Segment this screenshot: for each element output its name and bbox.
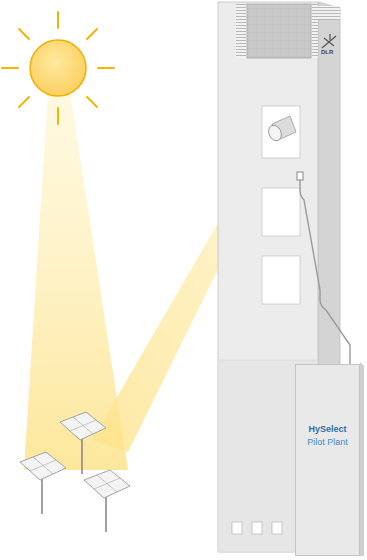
sun — [2, 12, 114, 124]
window — [262, 256, 300, 304]
heliostats — [20, 412, 130, 532]
top-panel — [247, 4, 311, 58]
receiver-window — [262, 106, 300, 158]
receiver — [266, 116, 296, 143]
opening — [252, 522, 262, 534]
window — [262, 188, 300, 236]
plant-box: HySelectPilot Plant — [295, 364, 360, 556]
opening — [232, 522, 242, 534]
plant-name: HySelect — [308, 423, 346, 436]
plant-subtitle: Pilot Plant — [307, 436, 348, 449]
logo-text: DLR — [321, 49, 333, 55]
opening — [272, 522, 282, 534]
pipe — [297, 172, 350, 368]
dlr-logo — [322, 34, 336, 48]
